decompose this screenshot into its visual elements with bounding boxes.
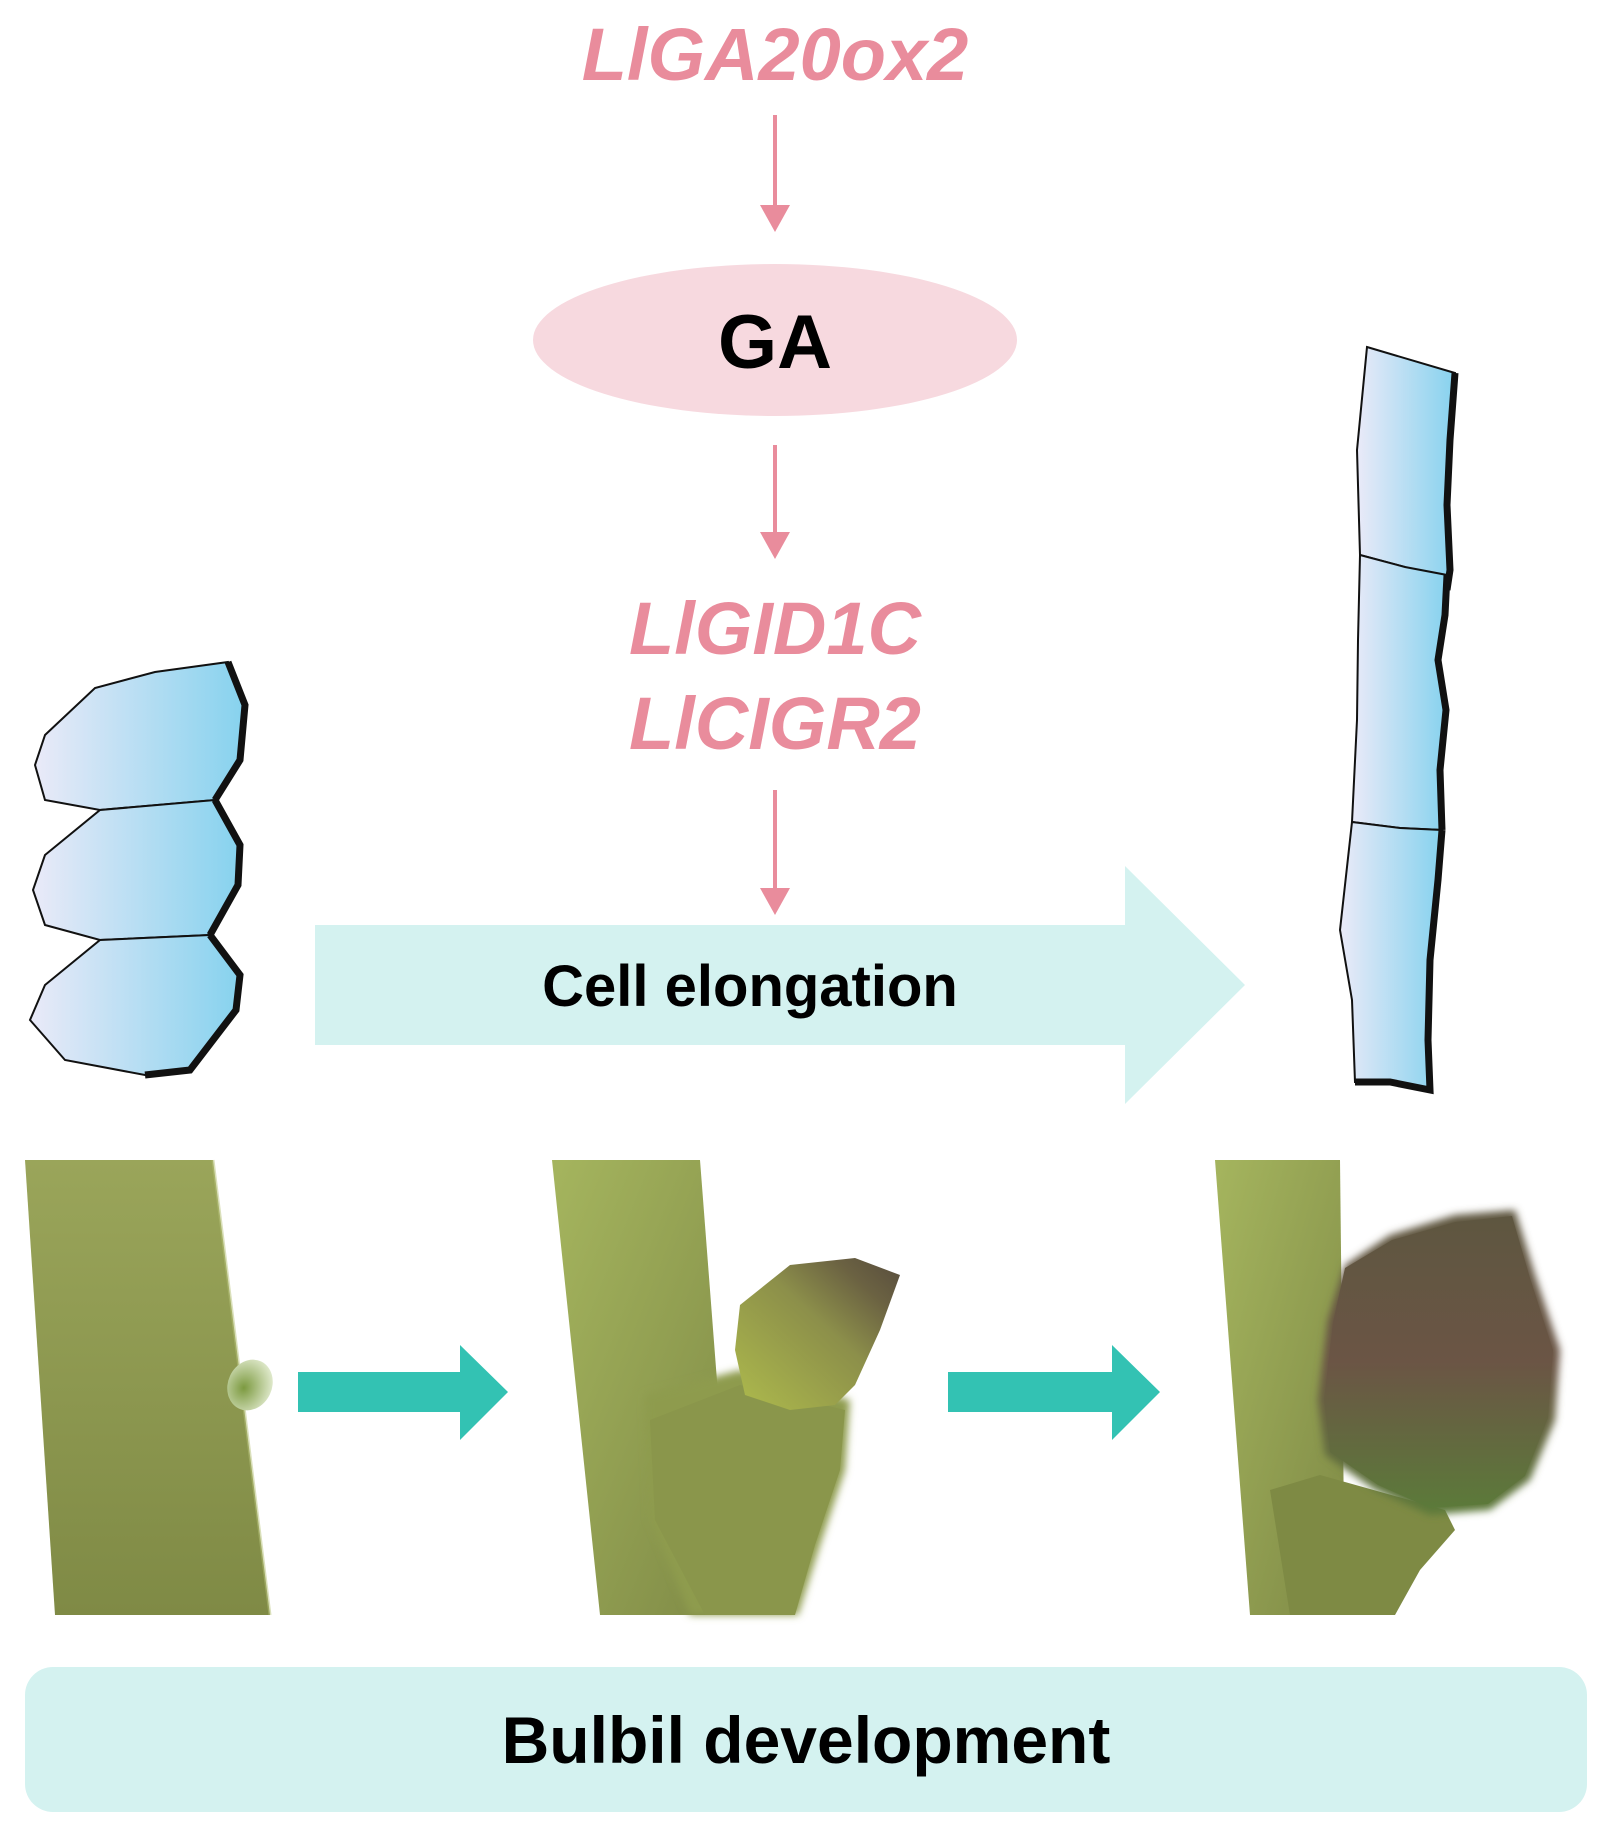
cell-elongation-arrow [315,866,1245,1104]
stage-1-bud [227,1359,273,1411]
stage-arrow-2 [948,1345,1160,1440]
short-cells [28,660,249,1079]
elongated-cells [1338,345,1459,1095]
bulbil-development-label: Bulbil development [502,1703,1111,1777]
ga-ellipse [533,264,1017,416]
bulbil-development-banner [25,1667,1587,1812]
stage-arrow-1 [298,1345,508,1440]
short-cell-2 [31,798,242,942]
stage-2-bulbil [735,1258,900,1410]
arrow-gene-to-ga [760,115,790,232]
stage-3-stem [1215,1160,1560,1615]
cell-elongation-label: Cell elongation [542,954,958,1019]
arrow-ga-to-genes [760,445,790,559]
ga-label: GA [718,300,832,385]
long-cell-1 [1355,345,1457,592]
stage-2-stem [552,1160,900,1615]
gene-label-ga20ox2: LlGA20ox2 [582,13,969,96]
short-cell-3 [28,933,242,1077]
stage-1-stem [25,1159,273,1616]
arrow-genes-to-elongation [760,790,790,915]
gene-label-gid1c: LlGID1C [629,587,922,670]
gene-label-cigr2: LlCIGR2 [629,682,921,765]
short-cell-1 [33,660,247,812]
long-cell-2 [1350,553,1449,832]
